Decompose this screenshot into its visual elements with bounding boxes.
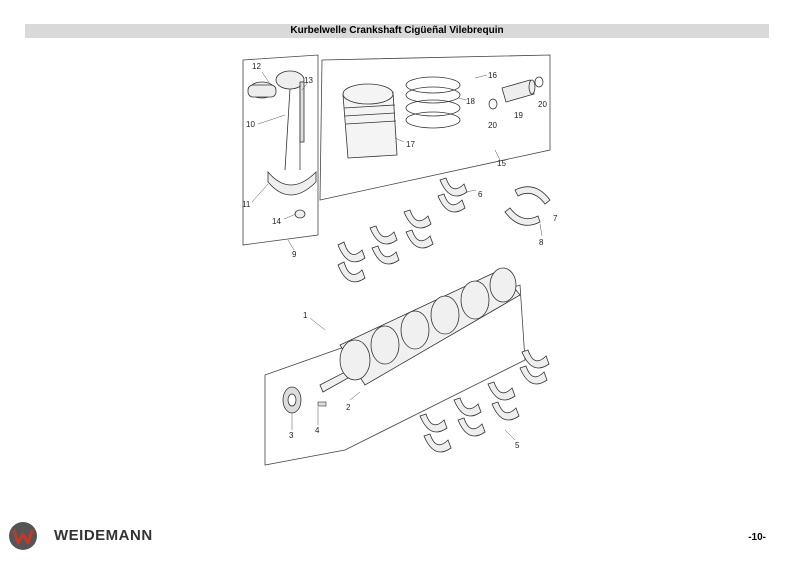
callout-3: 3 [289,431,294,440]
callout-12: 12 [252,62,261,71]
callout-6: 6 [478,190,483,199]
piston-rings [405,76,461,129]
callout-20-left: 20 [488,121,497,130]
page-title: Kurbelwelle Crankshaft Cigüeñal Vilebreq… [25,24,769,38]
page-number: -10- [748,532,766,543]
callout-15: 15 [497,159,506,168]
callout-20-right: 20 [538,100,547,109]
main-bearing-shells-upper [337,177,468,283]
crankshaft [319,267,521,393]
crank-gear [282,386,302,414]
piston-group-box [319,54,551,201]
callout-8: 8 [539,238,544,247]
brand-name: WEIDEMANN [54,527,153,544]
callout-13: 13 [304,76,313,85]
callout-4: 4 [315,426,320,435]
woodruff-key [317,401,327,407]
callout-5: 5 [515,441,520,450]
callout-11: 11 [242,200,251,209]
callout-14: 14 [272,217,281,226]
callout-19: 19 [514,111,523,120]
callout-18: 18 [466,97,475,106]
main-bearing-shells-lower [419,349,550,453]
callout-10: 10 [246,120,255,129]
callout-2: 2 [346,403,351,412]
callout-17: 17 [406,140,415,149]
conrod-group-box [242,54,319,246]
callout-16: 16 [488,71,497,80]
connecting-rod [247,70,317,219]
callout-9: 9 [292,250,297,259]
piston-pin [488,76,544,110]
weidemann-logo-icon [9,522,37,550]
callout-1: 1 [303,311,308,320]
callout-7: 7 [553,214,558,223]
piston [342,83,398,159]
thrust-washers [504,186,551,226]
